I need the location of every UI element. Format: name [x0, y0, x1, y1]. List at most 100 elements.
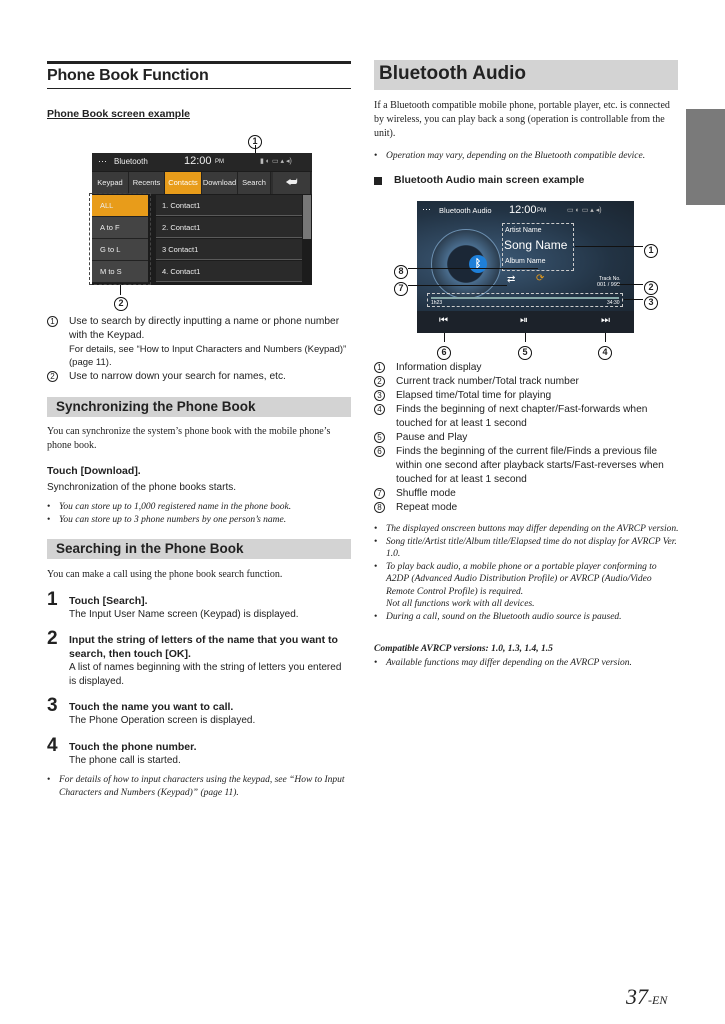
- callout-2-line: [120, 285, 121, 295]
- sync-result: Synchronization of the phone books start…: [47, 482, 237, 493]
- contact-row-1[interactable]: 1. Contact1: [156, 195, 302, 216]
- bt-intro-note: •Operation may vary, depending on the Bl…: [374, 151, 646, 161]
- bt-status-icons: ▭ ◐ ▭ ▴ ◂): [567, 207, 602, 214]
- shuffle-icon[interactable]: ⇄: [507, 274, 516, 285]
- bt-time-suffix: PM: [537, 208, 546, 214]
- page-heading-bluetooth: Bluetooth Audio: [379, 63, 527, 84]
- phonebook-desc-list: 1 Use to search by directly inputting a …: [47, 315, 352, 384]
- callout-2: 2: [114, 293, 128, 311]
- bt-track-label: Track No.: [599, 276, 621, 282]
- callout-bt-4-line: [605, 333, 606, 342]
- bt-album-name: Album Name: [505, 258, 546, 265]
- callout-bt-5: 5: [518, 342, 532, 360]
- sync-touch-line: Touch [Download].: [47, 465, 141, 477]
- callout-bt-5-line: [525, 333, 526, 342]
- search-note: •For details of how to input characters …: [47, 775, 345, 798]
- scrollbar[interactable]: [303, 195, 311, 239]
- tab-recents[interactable]: Recents: [129, 172, 165, 194]
- filter-g-to-l[interactable]: G to L: [92, 239, 148, 261]
- filter-m-to-s[interactable]: M to S: [92, 261, 148, 283]
- tab-download[interactable]: Download: [202, 172, 238, 194]
- screen-status-bar: ⋯ Bluetooth 12:00 PM ▮ ◐ ▭ ▴ ◂): [92, 153, 312, 171]
- prev-track-button[interactable]: ⏮: [439, 315, 448, 326]
- bt-total: 34:30: [607, 300, 620, 306]
- callout-bt-4: 4: [598, 342, 612, 360]
- phonebook-example-title: Phone Book screen example: [47, 108, 190, 120]
- bt-app-label: Bluetooth Audio: [439, 206, 492, 215]
- play-pause-button[interactable]: ⏯: [520, 315, 528, 326]
- contact-row-4[interactable]: 4. Contact1: [156, 261, 302, 282]
- square-bullet-icon: [374, 177, 382, 185]
- bt-time: 12:00: [509, 204, 537, 216]
- callout-bt-7-line: [408, 285, 507, 286]
- progress-bar[interactable]: [431, 297, 619, 299]
- filter-highlight-box: [89, 193, 151, 285]
- bt-example-title: Bluetooth Audio main screen example: [394, 174, 585, 186]
- heading-rule-top: [47, 61, 351, 64]
- bt-track-value: 001 / 999: [597, 282, 620, 288]
- time-display-box: [427, 293, 623, 307]
- back-button[interactable]: ⮨: [273, 172, 311, 194]
- heading-rule-bottom: [47, 88, 351, 89]
- avrcp-title: Compatible AVRCP versions: 1.0, 1.3, 1.4…: [374, 644, 553, 654]
- bt-intro: If a Bluetooth compatible mobile phone, …: [374, 100, 670, 139]
- status-icons: ▮ ◐ ▭ ▴ ◂): [260, 158, 292, 165]
- callout-bt-1: 1: [644, 240, 658, 258]
- callout-bt-3-line: [624, 299, 643, 300]
- bt-song-name: Song Name: [504, 238, 568, 252]
- filter-a-to-f[interactable]: A to F: [92, 217, 148, 239]
- screen-time: 12:00: [184, 155, 212, 167]
- bt-control-bar: ⏮ ⏯ ⏭: [417, 311, 634, 333]
- bt-notes: •The displayed onscreen buttons may diff…: [374, 523, 679, 623]
- tab-contacts[interactable]: Contacts: [165, 172, 202, 194]
- album-art-disc: [431, 229, 501, 299]
- sync-body: You can synchronize the system’s phone b…: [47, 426, 331, 451]
- callout-bt-6: 6: [437, 342, 451, 360]
- tab-bar: Keypad Recents Contacts Download Search …: [92, 172, 312, 194]
- bt-note-3: •To play back audio, a mobile phone or a…: [374, 561, 657, 597]
- callout-bt-8: 8: [394, 261, 408, 279]
- next-track-button[interactable]: ⏭: [601, 315, 610, 326]
- screen-time-suffix: PM: [215, 159, 224, 165]
- sync-note-2: •You can store up to 3 phone numbers by …: [47, 514, 287, 525]
- bt-note-4: Not all functions work with all devices.: [386, 599, 535, 609]
- bt-note-1: •The displayed onscreen buttons may diff…: [374, 524, 679, 534]
- callout-bt-2: 2: [644, 277, 658, 295]
- bt-audio-screen: ⋯ Bluetooth Audio 12:00 PM ▭ ◐ ▭ ▴ ◂) ᛒ …: [417, 201, 634, 333]
- back-arrow-icon: ⮨: [285, 174, 298, 189]
- bt-menu-grid-icon[interactable]: ⋯: [422, 204, 431, 214]
- bt-heading-bar: Bluetooth Audio: [374, 60, 678, 90]
- menu-grid-icon[interactable]: ⋯: [98, 156, 107, 166]
- phonebook-screen: ⋯ Bluetooth 12:00 PM ▮ ◐ ▭ ▴ ◂) Keypad R…: [92, 153, 312, 285]
- callout-bt-8-line: [408, 268, 538, 269]
- avrcp-note: •Available functions may differ dependin…: [374, 658, 632, 668]
- screen-app-label: Bluetooth: [114, 157, 148, 166]
- callout-bt-2-line: [617, 284, 643, 285]
- bt-note-5: •During a call, sound on the Bluetooth a…: [374, 611, 622, 622]
- tab-keypad[interactable]: Keypad: [92, 172, 129, 194]
- contact-row-2[interactable]: 2. Contact1: [156, 217, 302, 238]
- search-body: You can make a call using the phone book…: [47, 569, 283, 580]
- bt-elapsed: 1h23: [431, 300, 443, 306]
- side-tab: [686, 109, 725, 205]
- phonebook-desc-1: 1 Use to search by directly inputting a …: [47, 315, 352, 369]
- sync-notes: •You can store up to 1,000 registered na…: [47, 501, 352, 526]
- filter-all[interactable]: ALL: [92, 195, 148, 217]
- page-number: 37-EN: [626, 984, 668, 1009]
- callout-bt-7: 7: [394, 278, 408, 296]
- tab-search[interactable]: Search: [238, 172, 271, 194]
- sync-note-1: •You can store up to 1,000 registered na…: [47, 502, 292, 512]
- phonebook-desc-2: 2 Use to narrow down your search for nam…: [47, 370, 352, 384]
- page-heading-phonebook: Phone Book Function: [47, 67, 209, 84]
- repeat-icon[interactable]: ⟳: [536, 273, 545, 284]
- bt-note-2: •Song title/Artist title/Album title/Ela…: [374, 536, 677, 560]
- contact-row-3[interactable]: 3 Contact1: [156, 239, 302, 260]
